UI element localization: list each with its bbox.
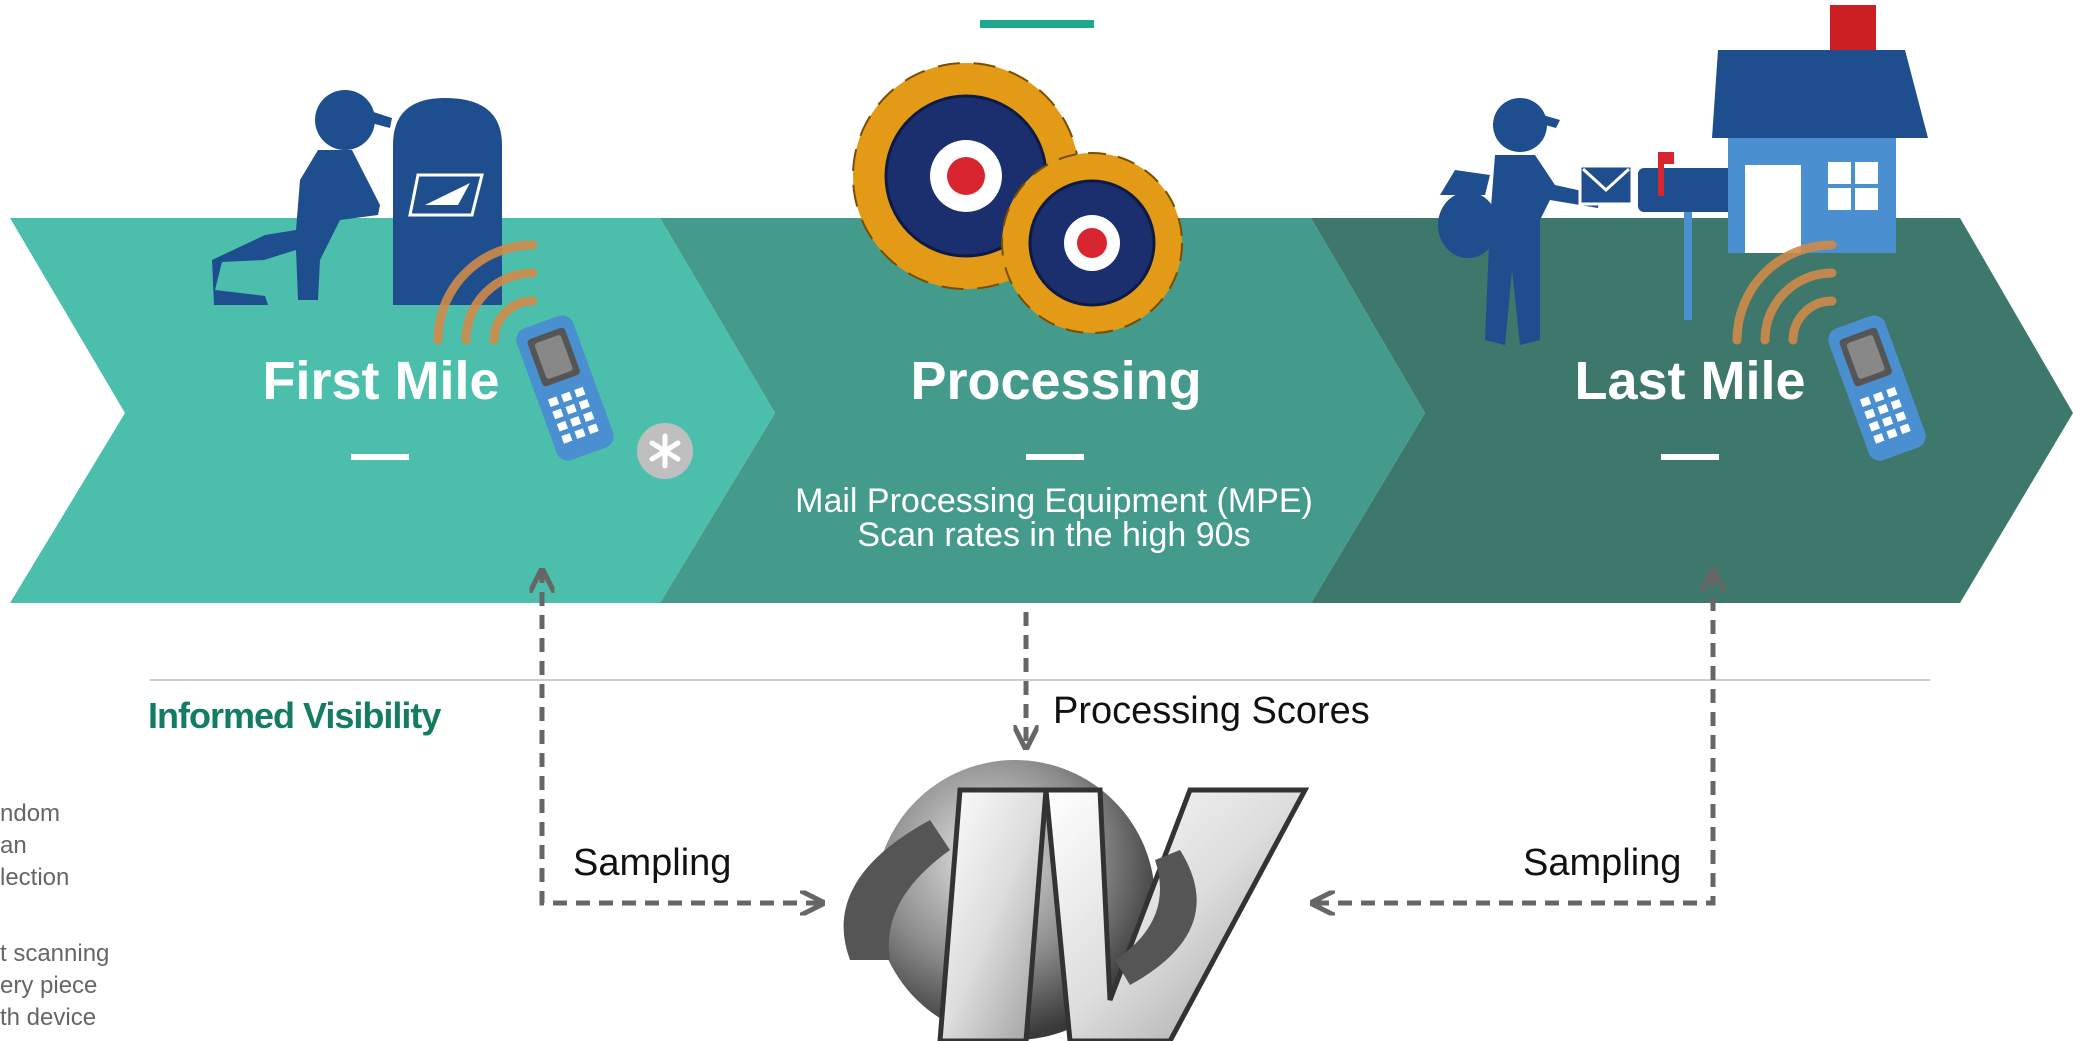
stage-band-first-mile — [10, 218, 775, 603]
stage-title-last-mile: Last Mile — [1574, 351, 1806, 411]
left-fragment: ery piece — [0, 972, 98, 999]
left-fragment: lection — [0, 864, 70, 891]
collection-box-icon — [393, 98, 502, 305]
wireless-signal-icon — [1732, 240, 1837, 345]
mail-carrier-icon — [1438, 98, 1600, 345]
left-fragment: ndom — [0, 800, 61, 827]
title-underline — [351, 454, 409, 460]
stage-band-processing — [660, 218, 1425, 603]
stage-title-first-mile: First Mile — [262, 351, 500, 411]
title-underline — [1026, 454, 1084, 460]
stage-title-processing: Processing — [910, 351, 1202, 411]
sampling-left-label: Sampling — [573, 842, 732, 884]
processing-scores-label: Processing Scores — [1053, 690, 1370, 732]
handheld-scanner-icon — [516, 315, 614, 461]
processing-subtitle-line-1: Mail Processing Equipment (MPE) — [795, 482, 1313, 520]
mail-carrier-icon — [212, 90, 392, 305]
informed-visibility-logo — [843, 760, 1310, 1041]
left-cropped-text-1: ndom an lection — [0, 798, 69, 894]
left-fragment: an — [0, 832, 27, 859]
asterisk-icon — [637, 423, 693, 479]
processing-subtitle-line-2: Scan rates in the high 90s — [857, 516, 1251, 554]
sampling-right-connector — [1315, 573, 1713, 903]
wireless-signal-icon — [433, 240, 538, 345]
house-icon — [1712, 5, 1928, 253]
letter-icon — [1578, 164, 1634, 206]
accent-bar — [980, 20, 1094, 28]
left-cropped-text-2: t scanning ery piece th device — [0, 938, 109, 1034]
left-fragment: th device — [0, 1004, 97, 1031]
title-underline — [1661, 454, 1719, 460]
mailbox-icon — [1638, 152, 1740, 320]
sampling-right-label: Sampling — [1523, 842, 1682, 884]
gears-icon — [852, 62, 1183, 334]
usps-eagle-logo — [408, 173, 484, 217]
handheld-scanner-icon — [1828, 315, 1926, 461]
sampling-left-connector — [542, 573, 820, 903]
left-fragment: t scanning — [0, 940, 110, 967]
informed-visibility-heading: Informed Visibility — [148, 695, 441, 736]
flow-connectors — [542, 573, 1713, 903]
